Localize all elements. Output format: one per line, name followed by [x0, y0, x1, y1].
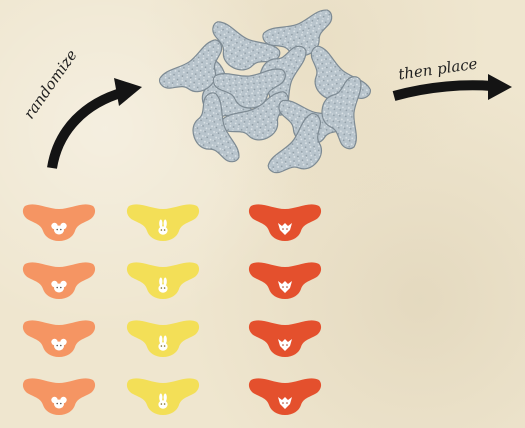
randomize-arrow: [52, 92, 124, 168]
then-place-arrowhead: [488, 74, 512, 100]
then-place-arrow: [394, 85, 492, 96]
rabbit-tile: [127, 204, 199, 241]
fox-tile: [249, 378, 321, 415]
mouse-tile: [23, 262, 95, 299]
tile-grid: [23, 204, 321, 415]
fox-tile: [249, 262, 321, 299]
randomize-arrowhead: [114, 78, 142, 106]
rabbit-tile: [127, 262, 199, 299]
rabbit-tile: [127, 320, 199, 357]
face-down-tile-pile: [157, 8, 373, 190]
rabbit-tile: [127, 378, 199, 415]
mouse-tile: [23, 320, 95, 357]
mouse-tile: [23, 204, 95, 241]
mouse-tile: [23, 378, 95, 415]
fox-tile: [249, 204, 321, 241]
fox-tile: [249, 320, 321, 357]
